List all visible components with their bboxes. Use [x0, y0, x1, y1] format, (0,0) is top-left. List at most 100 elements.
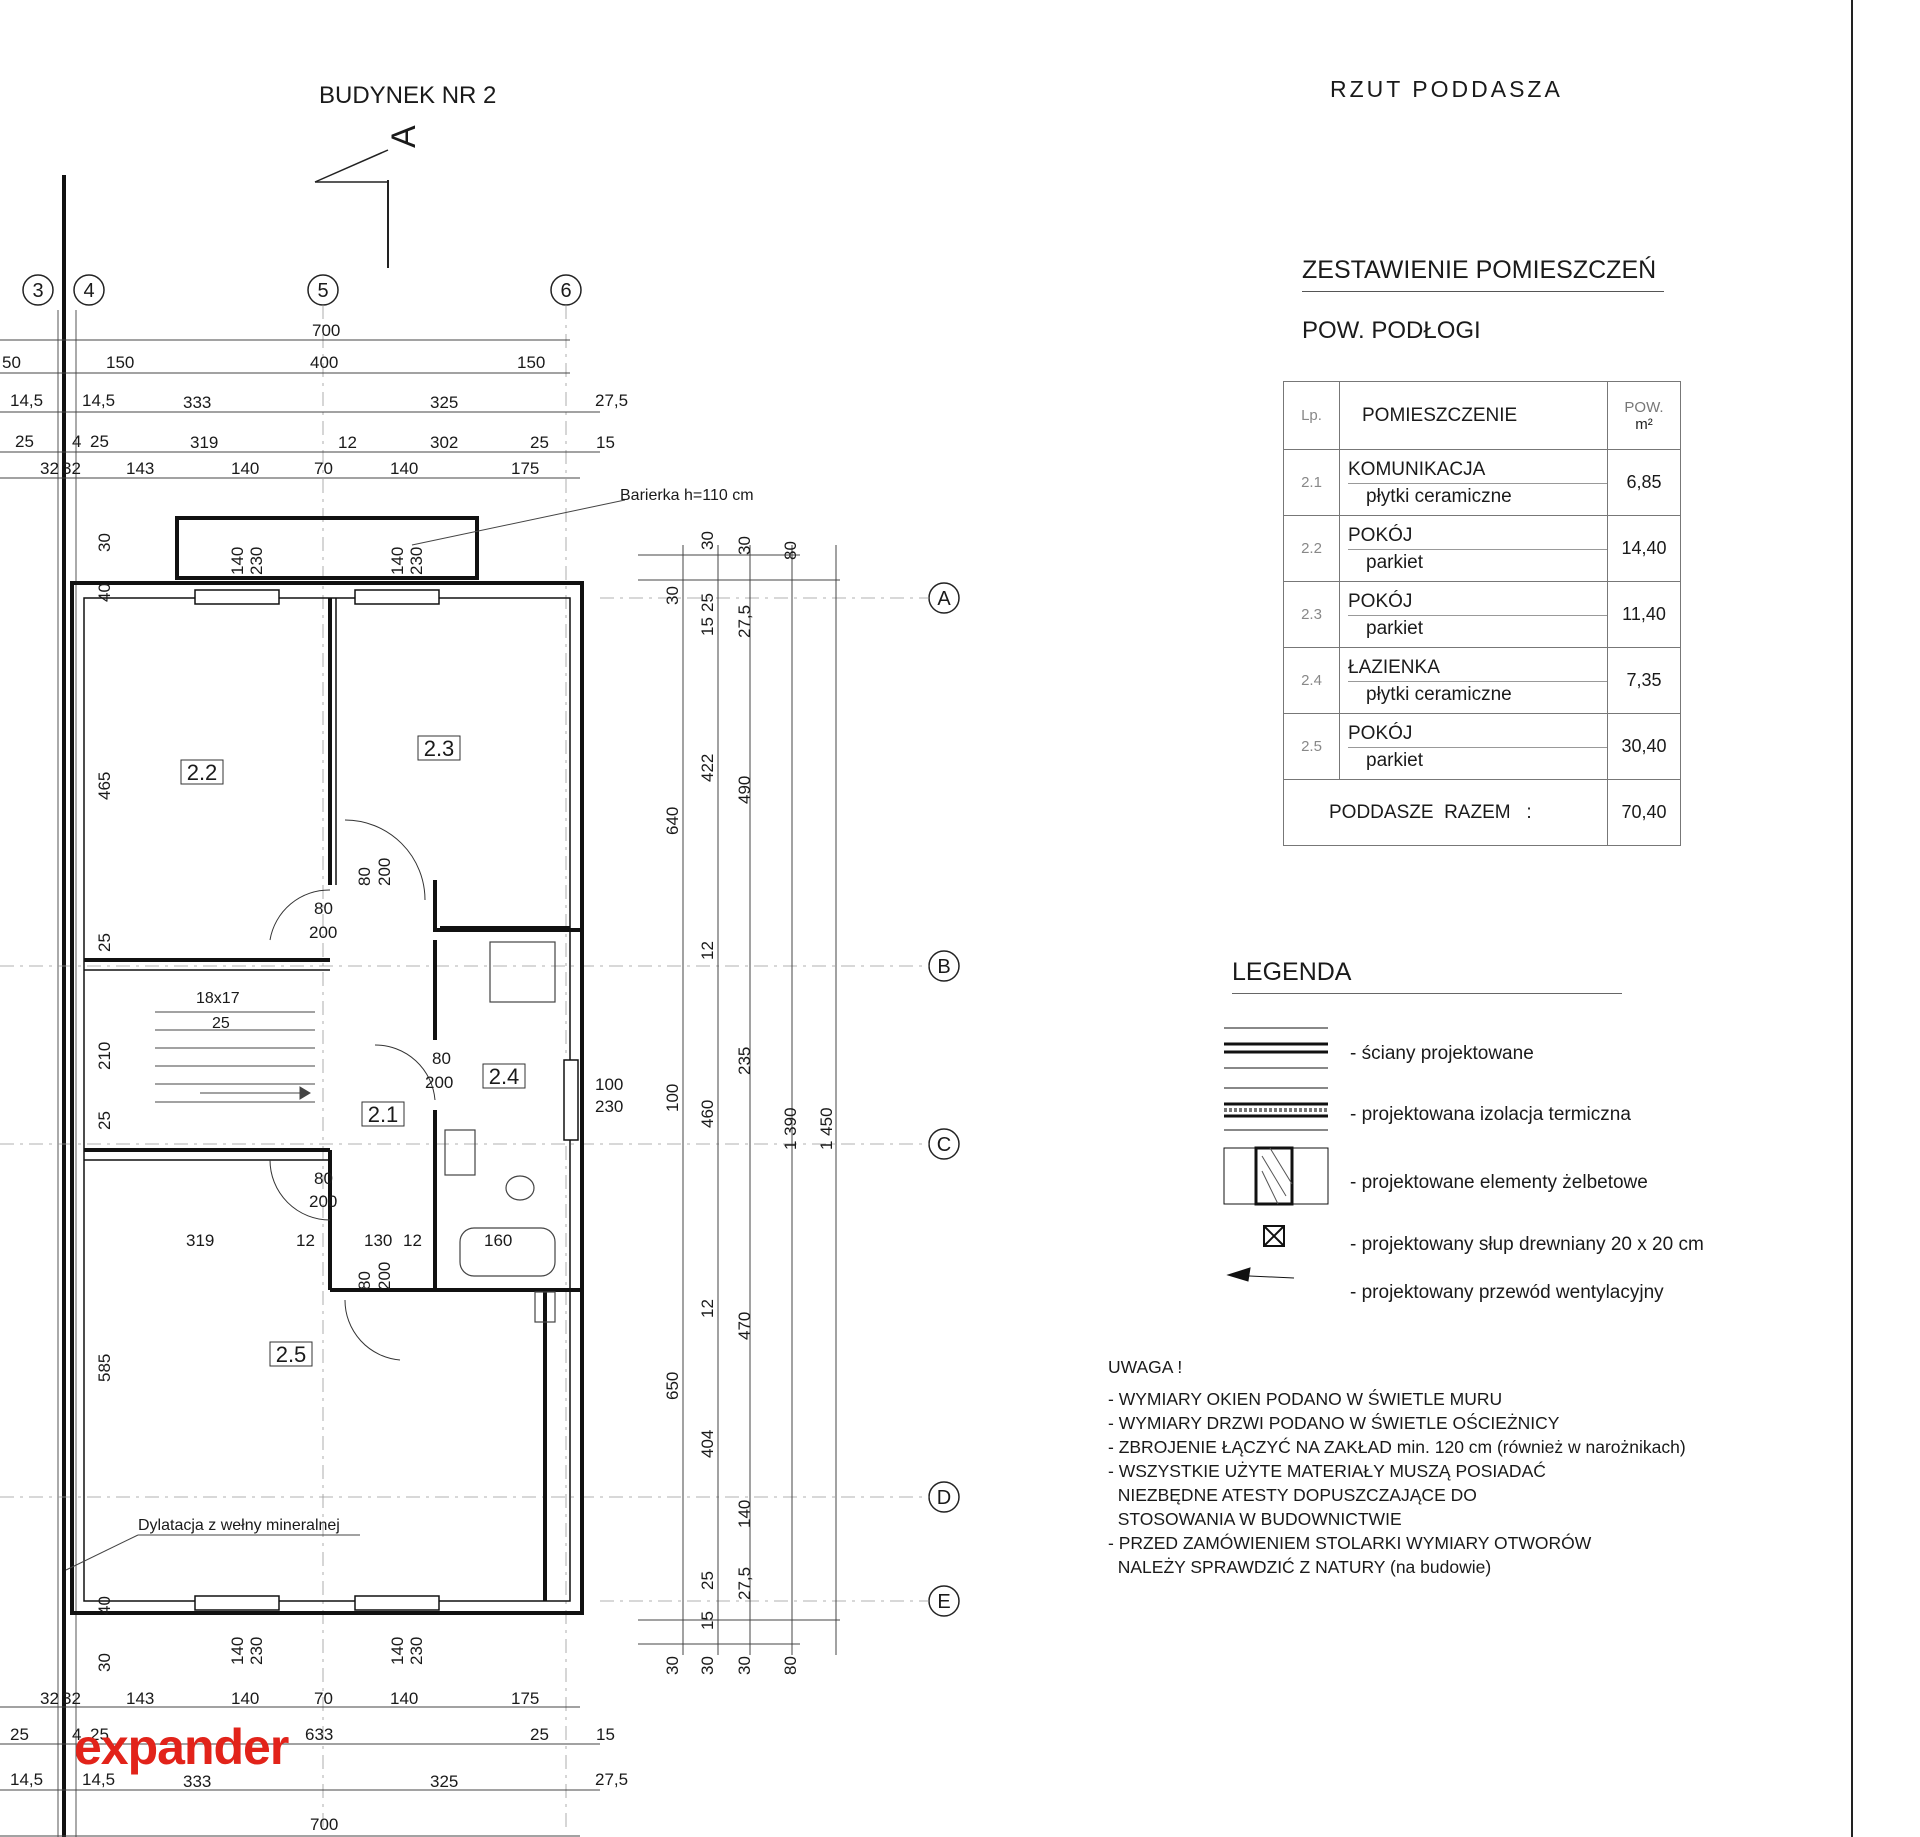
total-value: 70,40 [1607, 779, 1681, 846]
dim: 235 [735, 1047, 754, 1075]
dim: 200 [375, 1262, 394, 1290]
dim: 25 [530, 1725, 549, 1744]
section-mark: A [314, 125, 423, 268]
dim: 140 [735, 1500, 754, 1528]
axis-label: E [937, 1591, 950, 1613]
table-row: 2.1 KOMUNIKACJA płytki ceramiczne 6,85 [1283, 449, 1681, 516]
dim: 490 [735, 776, 754, 804]
legend-item: - projektowany słup drewniany 20 x 20 cm [1350, 1234, 1704, 1255]
dim: 12 [338, 433, 357, 452]
col-area-label: POW. [1624, 398, 1664, 416]
dim: 27,5 [595, 391, 628, 410]
dims-bottom: 32 32 143 140 70 140 175 25 4 25 633 25 … [10, 1689, 628, 1834]
dim: 40 [95, 583, 114, 602]
dim: 32 [62, 1689, 81, 1708]
dim: 1 390 [781, 1107, 800, 1150]
axis-label: B [937, 956, 950, 978]
notes-title: UWAGA ! [1108, 1357, 1183, 1377]
dim: 40 [95, 1596, 114, 1615]
axis-markers-horizontal: A B C D E [0, 582, 960, 1617]
dims-right: 30 640 100 650 30 30 25 15 422 12 460 12… [663, 531, 836, 1675]
dim: 25 [698, 593, 717, 612]
axis-label: 3 [32, 280, 43, 302]
expander-logo: expander [74, 1719, 289, 1775]
axis-label: 5 [317, 280, 328, 302]
dim: 25 [95, 1111, 114, 1130]
table-total-row: PODDASZE RAZEM : 70,40 [1283, 779, 1681, 846]
dim: 200 [309, 1192, 337, 1211]
dim: 700 [310, 1815, 338, 1834]
dim: 130 [364, 1231, 392, 1250]
dim: 140 [228, 1637, 247, 1665]
dim: 100 [663, 1084, 682, 1112]
col-lp: Lp. [1283, 381, 1340, 450]
legend-item: - ściany projektowane [1350, 1043, 1534, 1064]
row-lp: 2.2 [1283, 515, 1340, 582]
axis-label: D [937, 1487, 951, 1509]
dim: 30 [95, 533, 114, 552]
room-tags: 2.1 2.2 2.3 2.4 2.5 [180, 735, 526, 1367]
dim: 80 [355, 867, 374, 886]
room-finish: parkiet [1366, 750, 1424, 771]
dim: 333 [183, 1772, 211, 1791]
col-area: POW. m² [1607, 381, 1681, 450]
note-line: - WYMIARY DRZWI PODANO W ŚWIETLE OŚCIEŻN… [1108, 1413, 1560, 1433]
dim: 650 [663, 1372, 682, 1400]
dim: 4 [72, 1725, 81, 1744]
dimension-lines [0, 339, 840, 1837]
bathroom-fixtures [444, 941, 556, 1323]
section-letter: A [385, 125, 423, 148]
dim: 325 [430, 393, 458, 412]
dim: 140 [231, 1689, 259, 1708]
axis-label: A [937, 588, 951, 610]
dim: 325 [430, 1772, 458, 1791]
dim: 15 [698, 617, 717, 636]
dim: 422 [698, 754, 717, 782]
stairs-label: 18x17 [196, 990, 240, 1007]
dim: 143 [126, 1689, 154, 1708]
dim: 12 [296, 1231, 315, 1250]
dim: 143 [126, 459, 154, 478]
dim: 30 [735, 1656, 754, 1675]
dim: 32 [40, 1689, 59, 1708]
dim: 140 [388, 1637, 407, 1665]
dim: 640 [663, 807, 682, 835]
dim: 150 [106, 353, 134, 372]
dim: 230 [247, 547, 266, 575]
row-lp: 2.1 [1283, 449, 1340, 516]
dim: 50 [2, 353, 21, 372]
dim: 27,5 [735, 1567, 754, 1600]
legend-title: LEGENDA [1232, 958, 1622, 994]
schedule-subtitle: POW. PODŁOGI [1302, 317, 1481, 344]
stairs-label: 25 [212, 1015, 230, 1032]
dim: 25 [90, 432, 109, 451]
row-room: POKÓJ parkiet [1339, 581, 1608, 648]
row-area: 7,35 [1607, 647, 1681, 714]
note-line: - WYMIARY OKIEN PODANO W ŚWIETLE MURU [1108, 1389, 1503, 1409]
dim: 12 [403, 1231, 422, 1250]
room-finish: płytki ceramiczne [1366, 486, 1512, 507]
dim: 175 [511, 1689, 539, 1708]
col-room: POMIESZCZENIE [1339, 381, 1608, 450]
table-row: 2.3 POKÓJ parkiet 11,40 [1283, 581, 1681, 648]
room-tag: 2.2 [187, 760, 218, 785]
dim: 100 [595, 1075, 623, 1094]
room-name: POKÓJ [1348, 587, 1607, 616]
row-lp: 2.5 [1283, 713, 1340, 780]
note-line: - PRZED ZAMÓWIENIEM STOLARKI WYMIARY OTW… [1108, 1533, 1592, 1553]
dim: 25 [90, 1725, 109, 1744]
col-area-unit: m² [1635, 415, 1653, 433]
dim: 80 [314, 899, 333, 918]
row-area: 14,40 [1607, 515, 1681, 582]
dim: 302 [430, 433, 458, 452]
dim: 70 [314, 459, 333, 478]
dim: 30 [698, 1656, 717, 1675]
dim: 319 [190, 433, 218, 452]
dim: 15 [698, 1611, 717, 1630]
legend-symbols [1223, 1027, 1329, 1282]
dim: 30 [663, 586, 682, 605]
dim: 25 [95, 933, 114, 952]
dim: 4 [72, 432, 81, 451]
dim: 30 [735, 536, 754, 555]
